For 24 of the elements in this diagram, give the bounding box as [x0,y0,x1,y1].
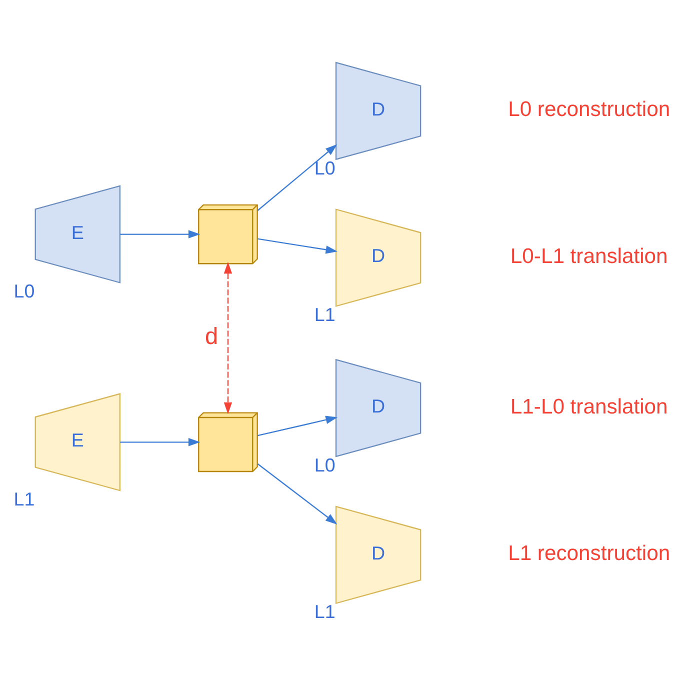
edge-label: d [205,322,218,349]
arrow [257,144,338,210]
node-box: D [335,208,422,306]
arrow [120,438,200,446]
node-label: L1 [314,600,336,622]
node-label: L0 [314,156,336,178]
arrow [120,230,200,238]
arrow [258,238,338,254]
arrow [224,261,232,414]
label: L0-L1 translation [510,244,668,268]
arrow [257,462,338,524]
node-label: L0 [314,454,336,475]
label: L0 reconstruction [508,98,670,121]
node-label: L1 [314,304,336,325]
label: L1 reconstruction [508,542,670,565]
node-box: D [335,505,422,604]
node-box: D [335,358,422,457]
node-label: L0 [14,280,35,302]
node-label: L1 [14,488,35,509]
node-box: E [34,184,121,283]
arrow [258,415,338,436]
node-box: E [34,392,121,491]
label: L1-L0 translation [510,394,668,418]
node-box: D [335,61,422,160]
